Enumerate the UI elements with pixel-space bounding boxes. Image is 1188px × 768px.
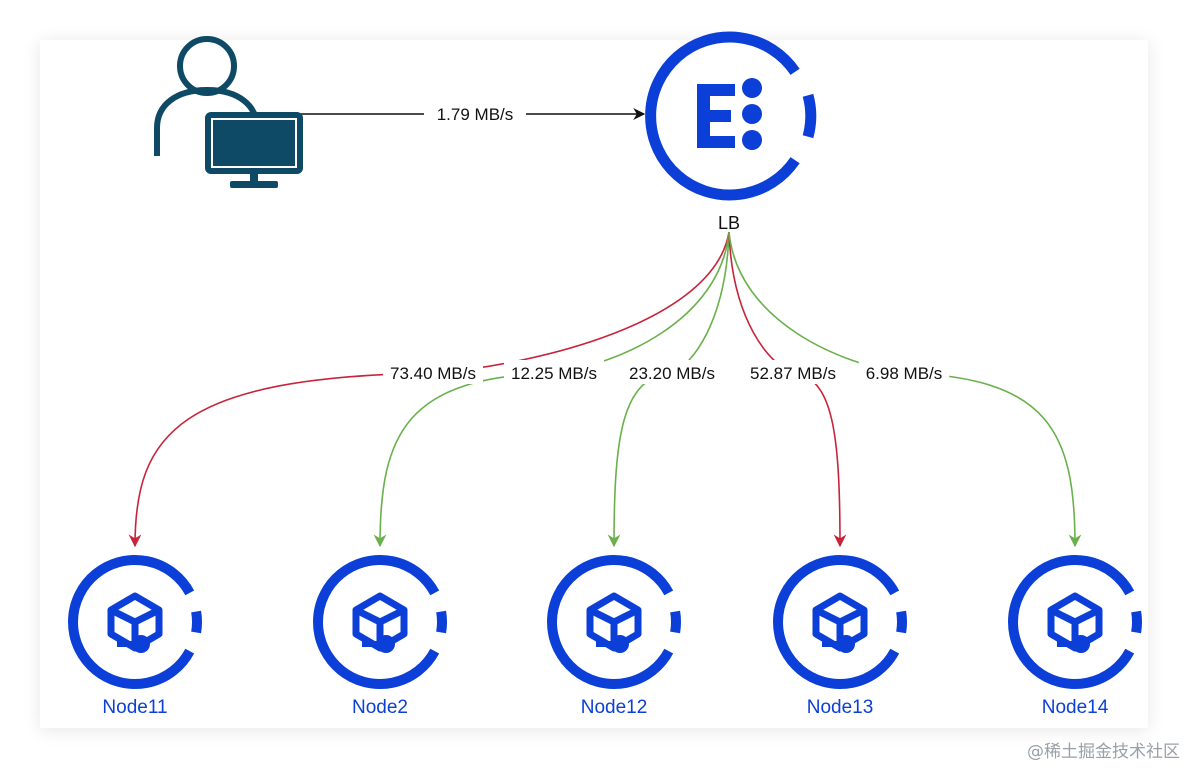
node-icon-node11[interactable] — [68, 555, 202, 689]
rate-label-bg — [858, 360, 950, 384]
node-rate-labels-layer: 73.40 MB/s 12.25 MB/s 23.20 MB/s 52.87 MB/s… — [383, 360, 950, 384]
node-label-node2: Node2 — [352, 697, 408, 718]
rate-label-node11: 73.40 MB/s — [390, 364, 476, 383]
svg-text:1.79 MB/s: 1.79 MB/s — [437, 105, 514, 124]
node-edges-layer — [128, 231, 1082, 548]
edge-lb-to-node2 — [373, 231, 730, 548]
edge-lb-to-node12 — [607, 231, 730, 548]
node-icon-node13[interactable] — [773, 555, 907, 689]
node-icon-node12[interactable] — [547, 555, 681, 689]
node-label-node12: Node12 — [581, 697, 648, 718]
rate-label-bg — [622, 360, 722, 384]
rate-label-bg — [383, 360, 483, 384]
inbound-rate-label: 1.79 MB/s — [424, 101, 526, 125]
rate-label-bg — [504, 360, 604, 384]
rate-label-node12: 23.20 MB/s — [629, 364, 715, 383]
node-icon-node14[interactable] — [1008, 555, 1142, 689]
nodes-layer: Node11 Node2 Node12 Node13 Node14 — [68, 555, 1142, 718]
node-icon-node2[interactable] — [313, 555, 447, 689]
user-with-monitor-icon[interactable] — [154, 36, 303, 188]
rate-label-node13: 52.87 MB/s — [750, 364, 836, 383]
node-label-node11: Node11 — [102, 697, 167, 718]
edge-lb-to-node13 — [728, 231, 847, 548]
edge-lb-to-node14 — [728, 231, 1082, 548]
node-label-node13: Node13 — [807, 697, 874, 718]
rate-label-node14: 6.98 MB/s — [866, 364, 943, 383]
watermark: @稀土掘金技术社区 — [1027, 742, 1180, 762]
rate-label-bg — [743, 360, 843, 384]
lb-label: LB — [718, 213, 740, 233]
elastic-load-balancer-icon[interactable] — [645, 31, 817, 201]
node-label-node14: Node14 — [1042, 697, 1109, 718]
rate-label-node2: 12.25 MB/s — [511, 364, 597, 383]
